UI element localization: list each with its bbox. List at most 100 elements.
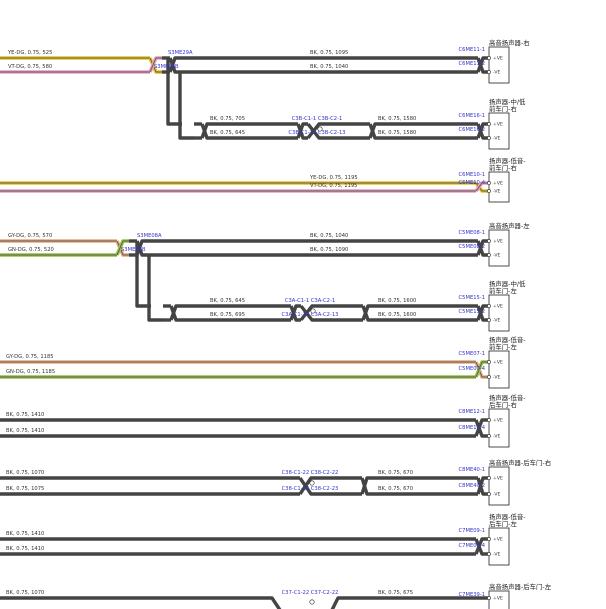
group-2-conn-box xyxy=(488,229,510,267)
group-0-b-conn-box xyxy=(488,112,510,150)
group-5-inline-label-2: C38-C1-23 C38-C2-23 xyxy=(282,486,339,492)
group-5-conn-code-1: C8ME40-1 xyxy=(459,467,485,473)
group-0-b-conn-pin-1 xyxy=(487,122,491,126)
group-4-conn-pin-2 xyxy=(487,434,491,438)
group-4-conn-code-1: C8ME12-1 xyxy=(459,409,485,415)
group-3-conn-pin-1 xyxy=(487,360,491,364)
group-0-b-seg2-label-1: BK, 0.75, 1580 xyxy=(378,116,416,122)
group-0-conn-box xyxy=(488,46,510,84)
group-5-inline-x-b xyxy=(298,476,322,495)
group-0-left-x-a-stripe xyxy=(149,57,162,73)
group-0-b-seg1-x1-b xyxy=(200,122,212,139)
group-0-b-seg2-x1-b xyxy=(368,122,380,139)
group-6-conn-pin-label-1: +VE xyxy=(493,537,503,543)
group-2-b-conn-pin-label-2: -VE xyxy=(493,318,501,324)
group-5-seg2-x1-b xyxy=(360,476,372,495)
group-6-conn-title-2: 后车门-左 xyxy=(489,519,517,528)
group-2-b-seg2-label-2: BK, 0.75, 1600 xyxy=(378,312,416,318)
group-5-conn-pin-label-1: +VE xyxy=(493,476,503,482)
group-1-conn-title-1: 扬声器-低音- xyxy=(489,156,526,165)
group-3-label-2: GN-DG, 0.75, 1185 xyxy=(6,369,55,375)
group-5-conn-code-2: C8ME40-2 xyxy=(459,483,485,489)
group-7-seg2-t xyxy=(330,596,488,609)
group-2-b-conn-pin-label-1: +VE xyxy=(493,304,503,310)
group-4-conn-title-2: 后车门-右 xyxy=(489,400,517,409)
group-2-splice-a: S3ME08A xyxy=(137,233,162,239)
group-0-main-label-1: BK, 0.75, 1095 xyxy=(310,50,348,56)
group-2-conn-pin-2 xyxy=(487,253,491,257)
group-1-conn-code-1: C6ME10-1 xyxy=(459,172,485,178)
group-7-seg1-label-1: BK, 0.75, 1070 xyxy=(6,590,44,596)
group-6-conn-pin-2 xyxy=(487,552,491,556)
group-6-conn-title-1: 扬声器-低音- xyxy=(489,512,526,521)
group-1-conn-code-2: C6ME10-4 xyxy=(459,180,486,186)
group-5-conn-box xyxy=(488,466,510,506)
group-0-conn-title-1: 高音扬声器-右 xyxy=(489,38,530,47)
group-4-conn-box xyxy=(488,408,510,448)
group-0-inline-label-1: C3B-C1-1 C3B-C2-1 xyxy=(292,116,343,122)
group-6-conn-box xyxy=(488,527,510,566)
group-2-b-conn-code-1: C5ME15-1 xyxy=(459,295,485,301)
group-0-b-seg1-x2-b xyxy=(296,122,308,139)
group-0-conn-pin-label-1: +VE xyxy=(493,56,503,62)
group-0-inline-label-2: C3B-C1-13 C3B-C2-13 xyxy=(288,130,345,136)
group-0-b-conn-pin-2 xyxy=(487,136,491,140)
group-2-conn-title-1: 高音扬声器-左 xyxy=(489,221,530,230)
group-2-b-seg1-x1-b xyxy=(169,304,181,321)
group-2-inline-label-2: C3A-C1-13 C3A-C2-13 xyxy=(282,312,339,318)
group-4-conn-pin-label-2: -VE xyxy=(493,434,501,440)
group-4-main-x-b xyxy=(474,418,488,437)
group-3-conn-box xyxy=(488,350,510,389)
group-4-main-x-a xyxy=(474,419,488,438)
group-5-conn-pin-label-2: -VE xyxy=(493,492,501,498)
group-1-conn-box xyxy=(488,171,510,203)
group-5-conn-pin-2 xyxy=(487,492,491,496)
group-0-splice-b: S3ME29B xyxy=(154,64,179,70)
group-3-label-1: GY-DG, 0.75, 1185 xyxy=(6,354,54,360)
group-5-seg2-x2-b xyxy=(476,476,488,495)
group-2-conn-pin-1 xyxy=(487,239,491,243)
group-2-b-conn-code-2: C5ME15-2 xyxy=(459,309,485,315)
wires-layer xyxy=(0,56,488,609)
group-3-conn-code-1: C5ME07-1 xyxy=(459,351,485,357)
group-3-main-x-b-stripe xyxy=(475,361,488,378)
group-0-main-x1-b xyxy=(168,56,180,73)
group-0-splice-a: S3ME29A xyxy=(168,50,193,56)
group-0-drop-1 xyxy=(166,58,182,126)
group-0-main-x2-b xyxy=(476,56,488,73)
group-2-conn-code-2: C5ME08-2 xyxy=(459,244,485,250)
group-3-conn-pin-label-1: +VE xyxy=(493,360,503,366)
group-2-b-conn-pin-2 xyxy=(487,318,491,322)
group-2-b-conn-box xyxy=(488,294,510,332)
group-0-b-conn-title-2: 前车门-右 xyxy=(489,104,517,113)
group-7-conn-pin-label-1: +VE xyxy=(493,596,503,602)
group-2-b-seg2-x2-b xyxy=(476,304,488,321)
group-6-conn-code-1: C7ME09-1 xyxy=(459,528,485,534)
group-2-b-seg1-label-2: BK, 0.75, 695 xyxy=(210,312,245,318)
group-4-label-2: BK, 0.75, 1410 xyxy=(6,428,44,434)
group-4-conn-code-2: C8ME12-4 xyxy=(459,425,486,431)
group-7-seg1-t xyxy=(0,596,282,609)
group-5-inline-label-1: C38-C1-22 C38-C2-22 xyxy=(282,470,339,476)
group-3-conn-title-1: 扬声器-低音- xyxy=(489,335,526,344)
group-1-conn-pin-1 xyxy=(487,181,491,185)
group-5-seg2-label-2: BK, 0.75, 670 xyxy=(378,486,413,492)
group-5-seg1-label-2: BK, 0.75, 1075 xyxy=(6,486,44,492)
group-2-inline-dot xyxy=(310,308,316,314)
group-4-conn-pin-1 xyxy=(487,418,491,422)
group-2-b-conn-title-2: 前车门-左 xyxy=(489,286,517,295)
group-0-conn-pin-1 xyxy=(487,56,491,60)
group-0-b-conn-pin-label-1: +VE xyxy=(493,122,503,128)
group-2-b-seg2-label-1: BK, 0.75, 1600 xyxy=(378,298,416,304)
group-0-b-conn-code-2: C6ME16-2 xyxy=(459,127,485,133)
group-0-conn-code-1: C6ME11-1 xyxy=(459,47,485,53)
group-2-drop-2 xyxy=(147,255,163,322)
group-0-conn-pin-label-2: -VE xyxy=(493,70,501,76)
group-0-conn-code-2: C6ME11-2 xyxy=(459,61,485,67)
group-2-conn-pin-label-1: +VE xyxy=(493,239,503,245)
group-6-label-1: BK, 0.75, 1410 xyxy=(6,531,44,537)
group-1-label-1: YE-DG, 0.75, 1195 xyxy=(309,175,358,181)
group-7-conn-pin-1 xyxy=(487,596,491,600)
